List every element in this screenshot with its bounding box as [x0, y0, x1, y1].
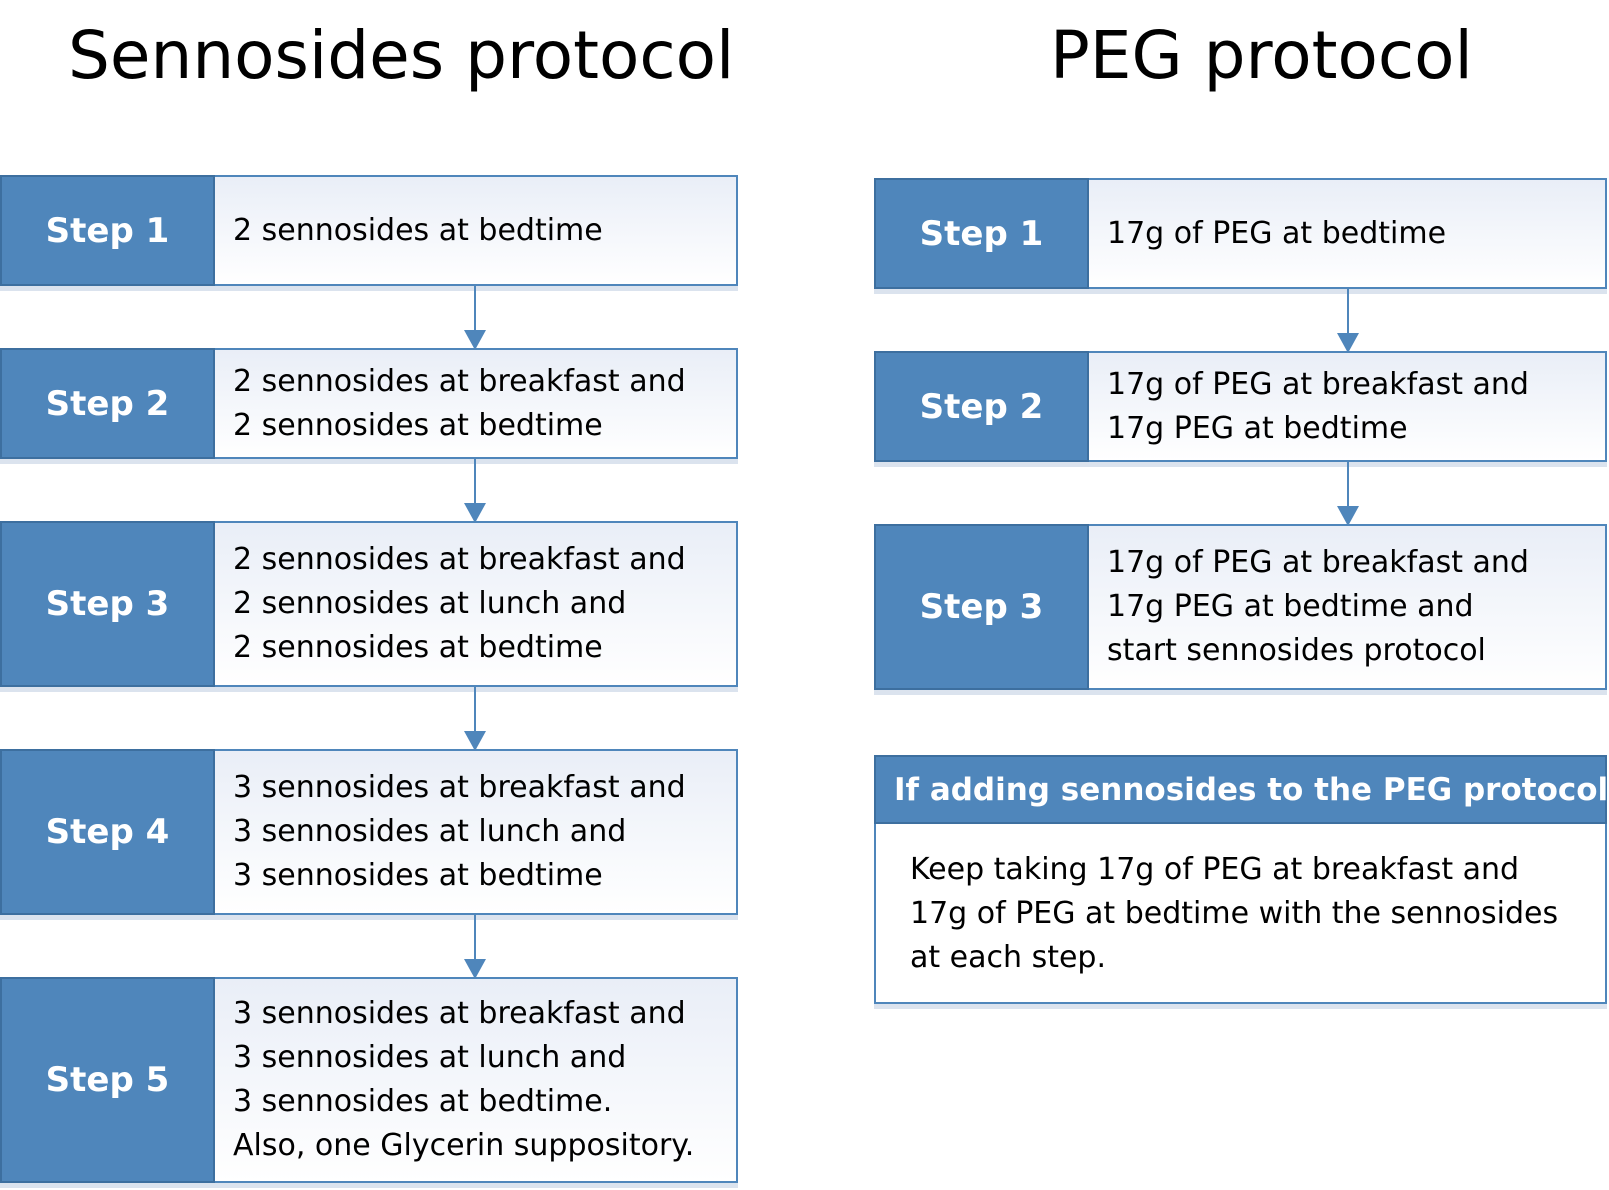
step-line: 3 sennosides at lunch and: [233, 814, 627, 849]
flow-arrow: [464, 459, 486, 523]
step-line: Also, one Glycerin suppository.: [233, 1128, 695, 1163]
step-line: 3 sennosides at lunch and: [233, 1040, 627, 1075]
step-line: 2 sennosides at bedtime: [233, 407, 603, 443]
step-text: 17g of PEG at bedtime: [1089, 178, 1607, 289]
step-line: 17g of PEG at breakfast and: [1107, 545, 1529, 580]
step-text: 3 sennosides at breakfast and 3 sennosid…: [215, 749, 738, 915]
flow-arrow: [1337, 289, 1359, 353]
note-line: 17g of PEG at bedtime with the sennoside…: [910, 896, 1559, 931]
step-text: 3 sennosides at breakfast and 3 sennosid…: [215, 977, 738, 1183]
step-text: 2 sennosides at breakfast and 2 sennosid…: [215, 348, 738, 459]
step-line: 17g of PEG at breakfast and: [1107, 366, 1529, 402]
note-line: Keep taking 17g of PEG at breakfast and: [910, 852, 1520, 887]
step-line: 2 sennosides at bedtime: [233, 630, 603, 665]
sennosides-step-4: Step 4 3 sennosides at breakfast and 3 s…: [0, 749, 738, 915]
step-text: 2 sennosides at breakfast and 2 sennosid…: [215, 521, 738, 687]
step-line: 2 sennosides at breakfast and: [233, 542, 686, 577]
sennosides-step-1: Step 1 2 sennosides at bedtime: [0, 175, 738, 286]
step-line: 2 sennosides at bedtime: [233, 212, 603, 248]
note-body: Keep taking 17g of PEG at breakfast and …: [874, 824, 1607, 1004]
flow-arrow: [464, 687, 486, 751]
step-label: Step 1: [874, 178, 1089, 289]
step-line: 3 sennosides at bedtime: [233, 858, 603, 893]
step-line: 17g PEG at bedtime and: [1107, 589, 1474, 624]
step-line: 3 sennosides at breakfast and: [233, 770, 686, 805]
step-line: start sennosides protocol: [1107, 633, 1486, 668]
step-label: Step 4: [0, 749, 215, 915]
step-line: 17g of PEG at bedtime: [1107, 215, 1447, 251]
step-text: 17g of PEG at breakfast and 17g PEG at b…: [1089, 524, 1607, 690]
peg-sennosides-note: If adding sennosides to the PEG protocol…: [874, 755, 1609, 1004]
flow-arrow: [1337, 462, 1359, 526]
sennosides-step-5: Step 5 3 sennosides at breakfast and 3 s…: [0, 977, 738, 1183]
step-label: Step 3: [0, 521, 215, 687]
sennosides-step-3: Step 3 2 sennosides at breakfast and 2 s…: [0, 521, 738, 687]
step-label: Step 2: [874, 351, 1089, 462]
peg-protocol-title: PEG protocol: [1050, 17, 1473, 94]
peg-step-2: Step 2 17g of PEG at breakfast and 17g P…: [874, 351, 1607, 462]
step-line: 3 sennosides at bedtime.: [233, 1084, 613, 1119]
step-text: 2 sennosides at bedtime: [215, 175, 738, 286]
step-line: 2 sennosides at breakfast and: [233, 363, 686, 399]
step-text: 17g of PEG at breakfast and 17g PEG at b…: [1089, 351, 1607, 462]
flow-arrow: [464, 915, 486, 979]
step-line: 17g PEG at bedtime: [1107, 410, 1408, 446]
step-label: Step 5: [0, 977, 215, 1183]
flow-arrow: [464, 286, 486, 350]
note-line: at each step.: [910, 940, 1106, 975]
step-line: 2 sennosides at lunch and: [233, 586, 627, 621]
peg-step-1: Step 1 17g of PEG at bedtime: [874, 178, 1607, 289]
note-header: If adding sennosides to the PEG protocol…: [874, 755, 1609, 824]
step-label: Step 1: [0, 175, 215, 286]
sennosides-protocol-title: Sennosides protocol: [68, 17, 735, 94]
step-label: Step 2: [0, 348, 215, 459]
step-label: Step 3: [874, 524, 1089, 690]
sennosides-step-2: Step 2 2 sennosides at breakfast and 2 s…: [0, 348, 738, 459]
peg-step-3: Step 3 17g of PEG at breakfast and 17g P…: [874, 524, 1607, 690]
step-line: 3 sennosides at breakfast and: [233, 996, 686, 1031]
